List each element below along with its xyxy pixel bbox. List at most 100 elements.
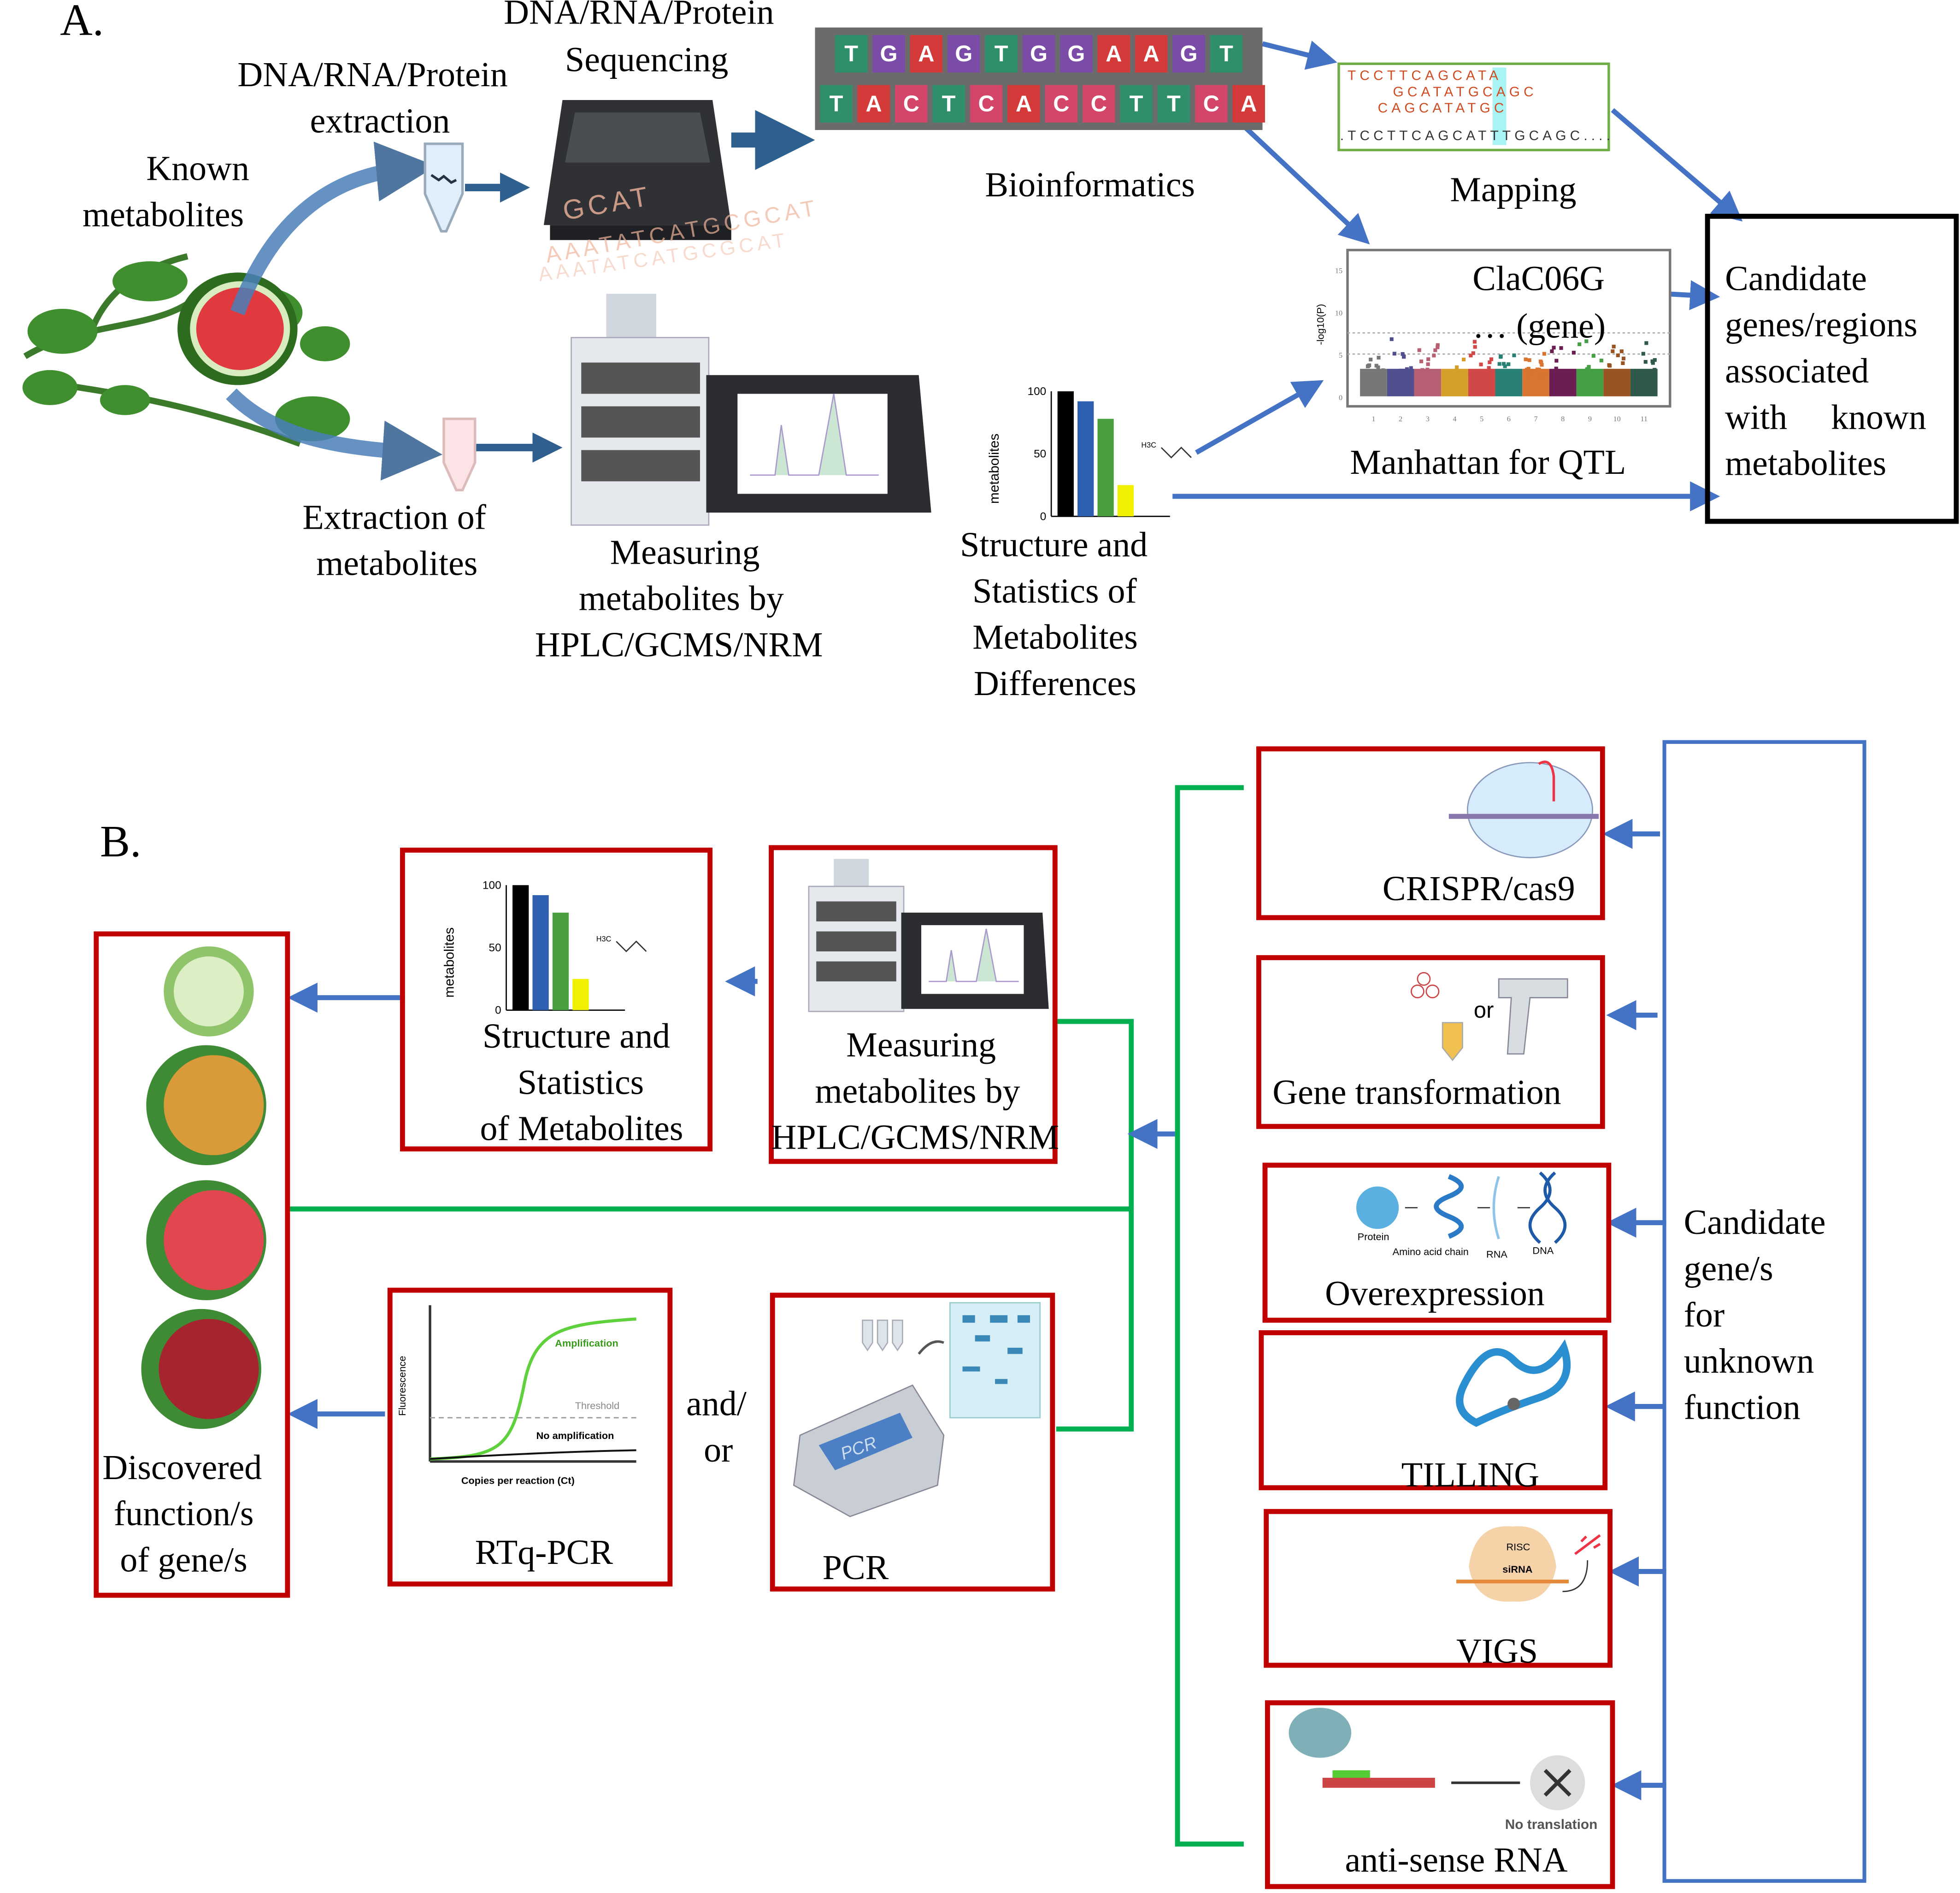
- snp-point: [1503, 364, 1507, 368]
- candidate-line-3: associated: [1725, 352, 1869, 391]
- snp-point: [1370, 375, 1375, 379]
- snp-point: [1473, 345, 1477, 349]
- discovered-function-box: Discovered function/s of gene/s: [94, 931, 290, 1598]
- central-dogma-icon: [1356, 1171, 1567, 1244]
- snp-point: [1441, 370, 1445, 374]
- snp-point: [1503, 373, 1507, 377]
- read-1: TCCTTCAGCATA: [1347, 69, 1502, 84]
- x-tick-label: 3: [1426, 415, 1430, 423]
- dna-base-tile: C: [895, 85, 928, 123]
- snp-point: [1501, 362, 1506, 366]
- snp-point: [1369, 357, 1373, 362]
- snp-point: [1436, 345, 1440, 349]
- rtqpcr-xlabel: Copies per reaction (Ct): [461, 1475, 575, 1487]
- structure-a-4: Differences: [973, 665, 1136, 704]
- snp-point: [1426, 357, 1430, 361]
- vigs-label: VIGS: [1456, 1633, 1538, 1672]
- dna-base-tile: C: [1082, 85, 1115, 123]
- known-label-2: metabolites: [82, 196, 244, 235]
- snp-point: [1366, 364, 1371, 368]
- x-tick-label: 11: [1640, 415, 1648, 423]
- bar: [532, 895, 549, 1010]
- snp-point: [1436, 343, 1440, 347]
- sirna-label: siRNA: [1502, 1564, 1533, 1575]
- snp-point: [1540, 363, 1544, 367]
- snp-point: [1539, 360, 1543, 365]
- snp-point: [1446, 375, 1450, 379]
- snp-point: [1539, 374, 1543, 378]
- gene-transformation-box[interactable]: or Gene transformation: [1256, 955, 1605, 1129]
- x-tick-label: 8: [1561, 415, 1565, 423]
- y-tick-label: 0: [1040, 510, 1047, 523]
- snp-point: [1653, 358, 1657, 362]
- extraction-tube-icon: [424, 142, 464, 233]
- snp-point: [1381, 368, 1385, 372]
- gene-label-2: … (gene): [1472, 307, 1606, 347]
- antisense-rna-box[interactable]: No translation anti-sense RNA: [1265, 1700, 1615, 1889]
- snp-point: [1587, 365, 1591, 369]
- vigs-box[interactable]: RISC siRNA VIGS: [1264, 1509, 1613, 1671]
- dna-base-tile: A: [857, 85, 890, 123]
- snp-point: [1643, 360, 1648, 364]
- snp-point: [1469, 354, 1473, 358]
- tilling-label: TILLING: [1401, 1456, 1540, 1496]
- read-2: GCATATGCAGC: [1347, 85, 1537, 100]
- snp-point: [1554, 359, 1559, 363]
- crispr-box[interactable]: CRISPR/cas9: [1256, 746, 1605, 920]
- snp-point: [1652, 373, 1656, 377]
- snp-point: [1619, 373, 1624, 377]
- extraction-label-2: extraction: [310, 102, 450, 142]
- candidate-line-2: genes/regions: [1725, 306, 1918, 345]
- y-axis-label: metabolites: [442, 927, 457, 998]
- overexpression-box[interactable]: Protein Amino acid chain RNA DNA Overexp…: [1262, 1162, 1612, 1323]
- snp-point: [1496, 374, 1501, 378]
- snp-point: [1613, 373, 1617, 378]
- panel-b-label: B.: [100, 816, 141, 867]
- and-or-1: and/: [686, 1385, 747, 1424]
- snp-point: [1374, 364, 1378, 368]
- snp-point: [1634, 370, 1638, 375]
- snp-point: [1402, 368, 1407, 373]
- dna-base-tile: A: [910, 35, 943, 73]
- snp-point: [1377, 374, 1381, 378]
- snp-point: [1608, 364, 1612, 368]
- bar: [1097, 419, 1114, 517]
- rna-label: RNA: [1486, 1249, 1507, 1261]
- candidate-b-3: for: [1683, 1296, 1725, 1335]
- gene-transformation-label: Gene transformation: [1272, 1073, 1561, 1113]
- pcr-caption: PCR: [822, 1549, 889, 1588]
- snp-point: [1464, 372, 1468, 376]
- snp-point: [1619, 349, 1624, 354]
- hplc-machine-icon-b: [808, 859, 1049, 1012]
- tilling-box[interactable]: TILLING: [1259, 1330, 1608, 1495]
- known-label-1: Known: [146, 150, 249, 189]
- amplification-label: Amplification: [555, 1338, 618, 1349]
- measuring-b-1: Measuring: [846, 1026, 996, 1065]
- snp-point: [1644, 341, 1648, 345]
- snp-point: [1456, 371, 1460, 375]
- x-tick-label: 5: [1480, 415, 1483, 423]
- snp-point: [1511, 374, 1515, 378]
- snp-point: [1423, 374, 1427, 378]
- snp-point: [1461, 357, 1466, 362]
- gene-gun-icon: [1410, 972, 1568, 1061]
- measuring-b-2: metabolites by: [815, 1073, 1020, 1112]
- y-tick-label: 15: [1335, 267, 1342, 275]
- dna-base-tile: T: [932, 85, 965, 123]
- dna-base-tile: A: [1097, 35, 1130, 73]
- overexpression-label: Overexpression: [1325, 1275, 1545, 1314]
- chromosome-band: [1495, 369, 1523, 396]
- snp-point: [1409, 366, 1413, 370]
- snp-point: [1377, 372, 1381, 376]
- structure-b-1: Structure and: [482, 1017, 671, 1056]
- rtqpcr-caption: RTq-PCR: [475, 1534, 613, 1573]
- candidate-line-4: with known: [1725, 399, 1926, 438]
- snp-point: [1653, 368, 1657, 372]
- snp-point: [1500, 373, 1504, 377]
- snp-point: [1479, 362, 1483, 366]
- snp-point: [1527, 375, 1531, 379]
- y-tick-label: 0: [495, 1004, 501, 1017]
- dna-base-tile: C: [1045, 85, 1078, 123]
